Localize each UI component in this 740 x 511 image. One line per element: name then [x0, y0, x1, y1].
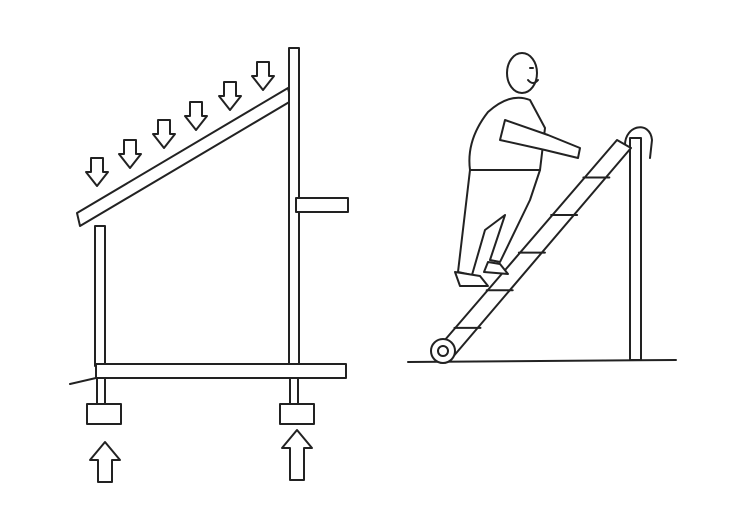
- right-footing: [279, 403, 315, 425]
- down-arrow-icon: [118, 139, 142, 169]
- sloped-roof-rafter: [76, 87, 292, 227]
- up-arrow-icon: [281, 429, 313, 481]
- ladder-wheel: [430, 338, 456, 364]
- shoe: [454, 271, 489, 287]
- wheel-hub: [437, 345, 449, 357]
- down-arrow-icon: [152, 119, 176, 149]
- head: [506, 52, 538, 94]
- building-section-diagram: [69, 47, 349, 483]
- left-footing-post: [96, 377, 106, 405]
- down-arrow-icon: [251, 61, 275, 91]
- shoe: [483, 261, 509, 275]
- down-arrow-icon: [85, 157, 109, 187]
- person: [454, 52, 581, 287]
- left-footing: [86, 403, 122, 425]
- down-arrow-icon: [218, 81, 242, 111]
- side-beam: [295, 197, 349, 213]
- left-post: [94, 225, 106, 367]
- arm: [499, 119, 581, 159]
- ground-line-left: [69, 377, 97, 385]
- person-on-ladder-scene: [407, 52, 677, 364]
- post-hook: [624, 126, 653, 159]
- right-footing-post: [289, 377, 299, 405]
- face: [527, 67, 539, 84]
- support-post: [629, 137, 642, 361]
- down-arrow-icon: [184, 101, 208, 131]
- up-arrow-icon: [89, 441, 121, 483]
- floor-beam: [95, 363, 347, 379]
